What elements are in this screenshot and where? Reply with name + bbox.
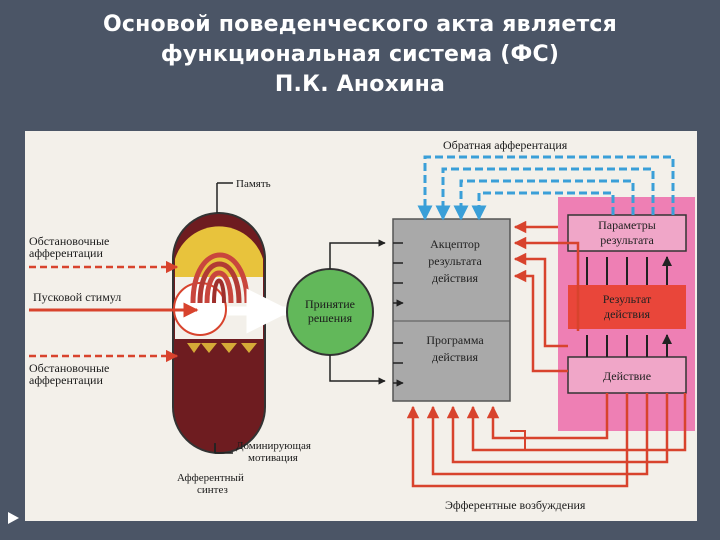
dominant-motivation: Доминирующая мотивация [214, 440, 311, 464]
diagram-canvas: Память Обстановочные афферентации Пусков… [29, 138, 695, 512]
feedback-afferentation: Обратная афферентация [417, 138, 675, 221]
situational-afferents-top-line1: Обстановочные [29, 234, 109, 248]
trigger-stimulus-label: Пусковой стимул [33, 290, 121, 304]
decision-line1: Принятие [305, 297, 355, 311]
feedback-label: Обратная афферентация [443, 138, 568, 152]
title-line-3: П.К. Анохина [274, 72, 446, 97]
dominant-motivation-line2: мотивация [248, 452, 298, 464]
slide-bullet-icon [8, 512, 19, 524]
functional-system-diagram: Память Обстановочные афферентации Пусков… [25, 131, 697, 521]
title-line-2: функциональная система (ФС) [160, 42, 560, 67]
acceptor-line3: действия [432, 271, 479, 285]
efferent-excitations: Эфферентные возбуждения [406, 393, 687, 512]
acceptor-line1: Акцептор [430, 237, 480, 251]
acceptor-line2: результата [428, 254, 482, 268]
action-label: Действие [603, 369, 651, 383]
decision-node: Принятие решения [286, 239, 386, 385]
result-line2: действия [604, 307, 651, 321]
decision-line2: решения [308, 311, 353, 325]
situational-afferents-bottom-line1: Обстановочные [29, 361, 109, 375]
efferent-excitations-label: Эфферентные возбуждения [445, 498, 586, 512]
program-line1: Программа [426, 333, 484, 347]
memory-label: Память [236, 178, 271, 190]
program-line2: действия [432, 350, 479, 364]
afferent-synthesis-line1: Афферентный [177, 472, 244, 484]
situational-afferents-bottom-line2: афферентации [29, 373, 103, 387]
situational-afferents-top-line2: афферентации [29, 246, 103, 260]
result-params-line1: Параметры [598, 218, 656, 232]
situational-afferents-top: Обстановочные афферентации [29, 234, 179, 274]
result-line1: Результат [603, 292, 652, 306]
result-to-acceptor-arrows [513, 220, 580, 373]
afferent-synthesis-capsule [172, 212, 266, 454]
afferent-synthesis-line2: синтез [197, 484, 228, 496]
acceptor-program-block: Акцептор результата действия Программа д… [392, 218, 511, 402]
result-params-line2: результата [600, 233, 654, 247]
memory-pointer: Память [216, 178, 271, 213]
title-line-1: Основой поведенческого акта является [103, 12, 617, 37]
result-panel: Параметры результата Результат действия … [558, 197, 695, 431]
slide-title: Основой поведенческого акта является фун… [0, 10, 720, 100]
dominant-motivation-line1: Доминирующая [236, 440, 311, 452]
situational-afferents-bottom: Обстановочные афферентации [29, 349, 179, 387]
trigger-stimulus: Пусковой стимул [29, 290, 199, 318]
